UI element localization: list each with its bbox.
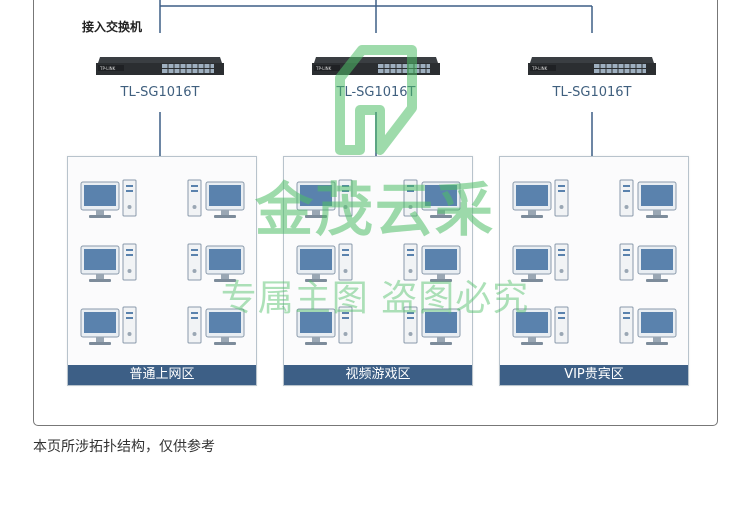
switch-model-label: TL-SG1016T (552, 85, 632, 100)
computer-icon (619, 179, 677, 218)
computer-icon (403, 179, 461, 218)
computer-icon (512, 243, 569, 282)
computer-icon (619, 243, 677, 282)
zone-title: 普通上网区 (68, 365, 256, 385)
computer-icon (403, 243, 461, 282)
footnote: 本页所涉拓扑结构，仅供参考 (33, 439, 215, 455)
computer-icon (80, 243, 137, 282)
computer-icon (296, 243, 353, 282)
computer-icon (619, 306, 677, 345)
switch-brand: TP-LINK (531, 66, 548, 71)
switch-model-label: TL-SG1016T (120, 85, 200, 100)
access-switch-layer-label: 接入交换机 (82, 20, 143, 34)
computer-icon (512, 306, 569, 345)
computer-icon (187, 179, 245, 218)
computer-icon (512, 179, 569, 218)
zone-title: VIP贵宾区 (500, 365, 688, 385)
computer-icon (187, 243, 245, 282)
computer-icon (296, 306, 353, 345)
switch-icon: TP-LINK (312, 57, 440, 75)
computer-icon (296, 179, 353, 218)
computer-icon (187, 306, 245, 345)
zone-title: 视频游戏区 (284, 365, 472, 385)
computer-icon (403, 306, 461, 345)
switch-brand: TP-LINK (99, 66, 116, 71)
switch-brand: TP-LINK (315, 66, 332, 71)
computer-icon (80, 179, 137, 218)
switch-model-label: TL-SG1016T (336, 85, 416, 100)
switch-icon: TP-LINK (96, 57, 224, 75)
computer-icon (80, 306, 137, 345)
switch-icon: TP-LINK (528, 57, 656, 75)
